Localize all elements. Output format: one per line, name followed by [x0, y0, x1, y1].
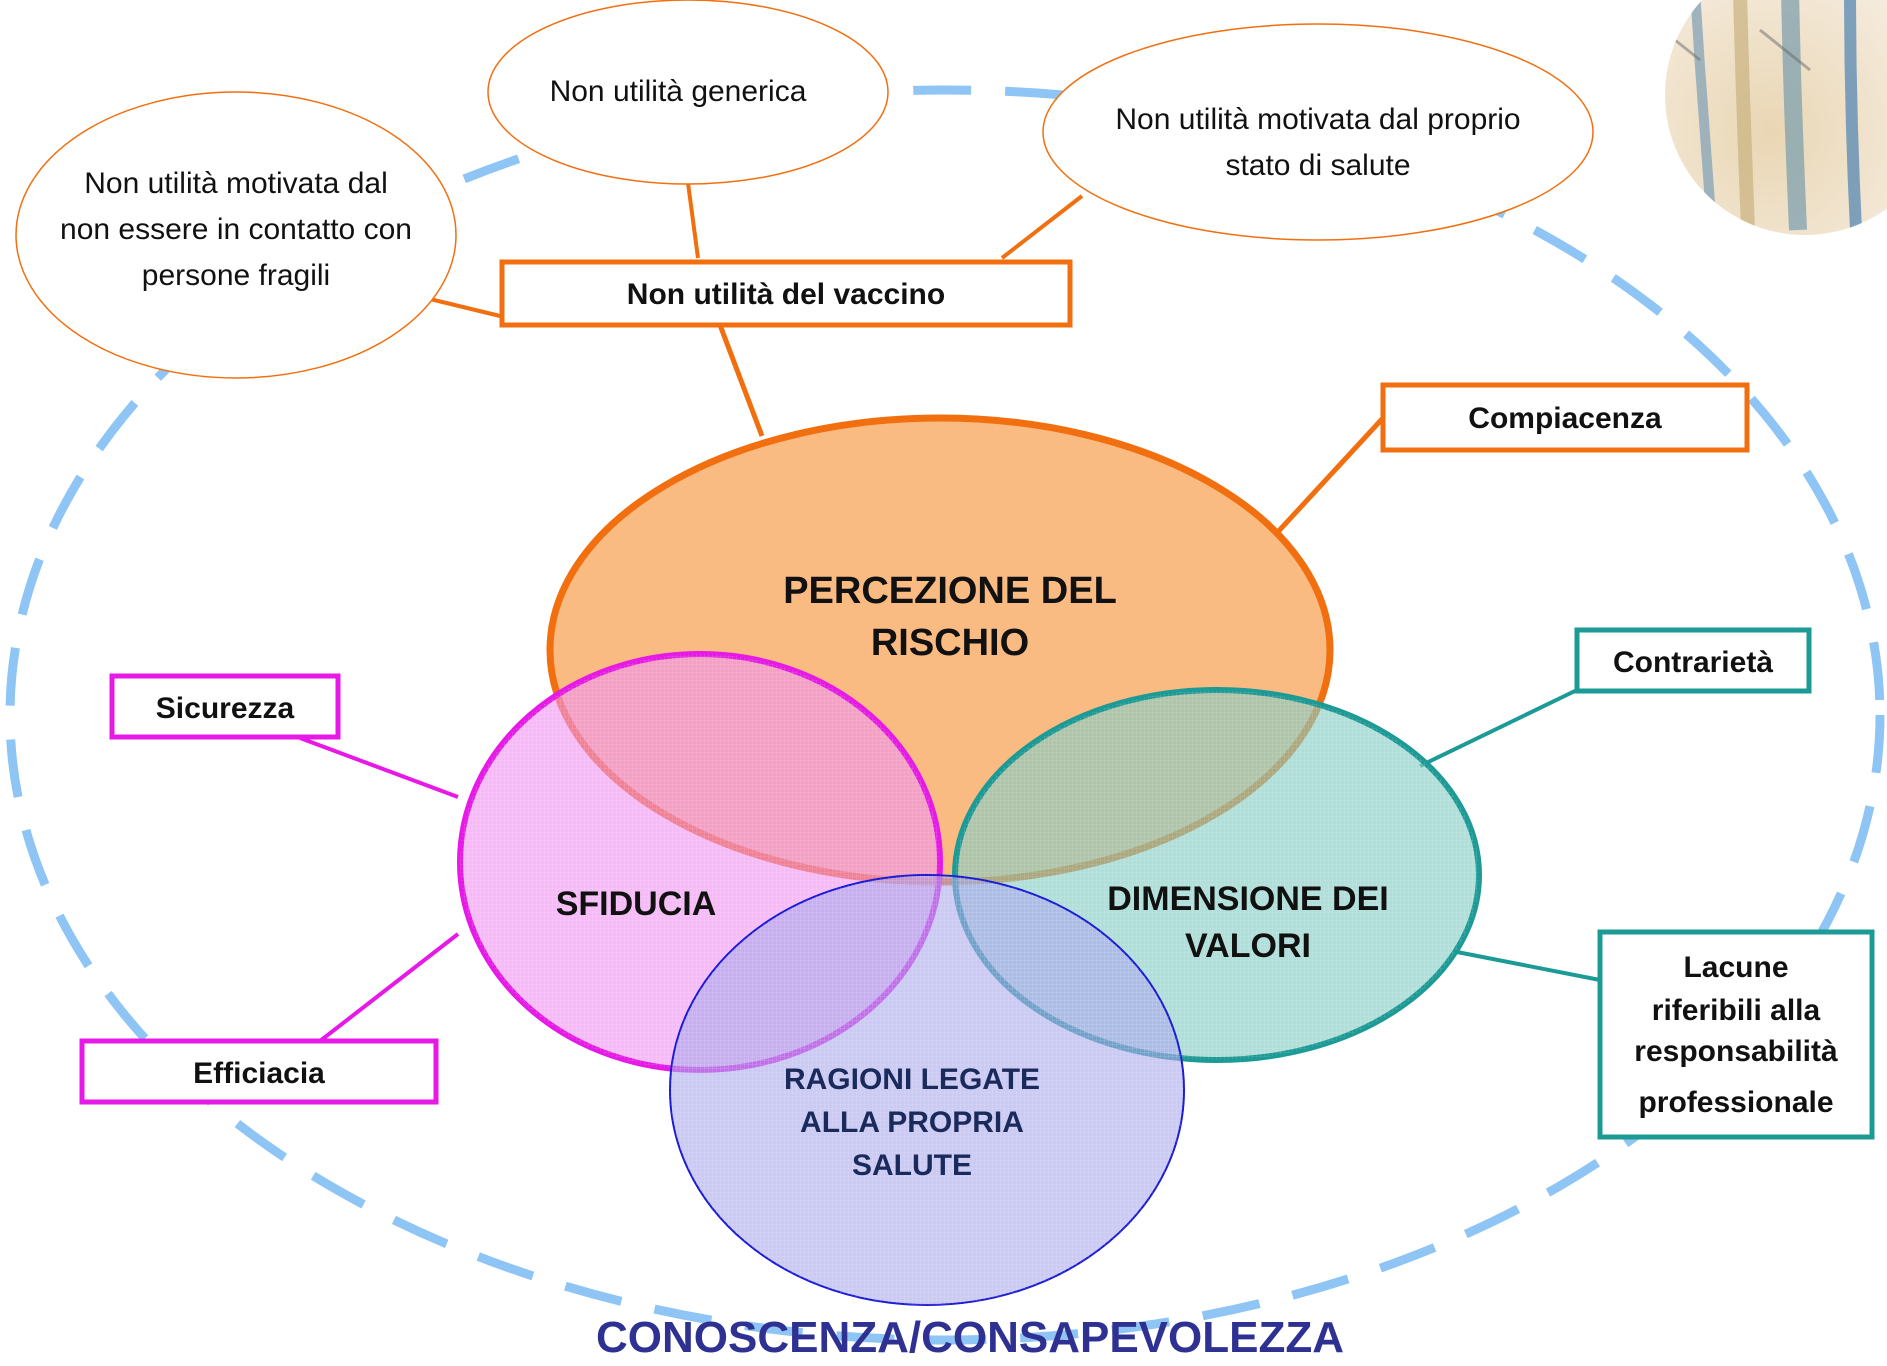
- box-safety: [109, 673, 341, 740]
- box-complacency: [1380, 382, 1750, 453]
- bubble-health-status-line2: stato di salute: [1225, 149, 1410, 182]
- box-opposition: [1574, 627, 1812, 694]
- values-label-line1: DIMENSIONE DEI: [1107, 880, 1388, 918]
- box-gaps-line3: responsabilità: [1634, 1035, 1838, 1068]
- risk-label-line1: PERCEZIONE DEL: [783, 570, 1117, 612]
- box-non-utility: [499, 259, 1073, 328]
- bubble-no-contact-line1: Non utilità motivata dal: [84, 167, 388, 200]
- box-non-utility-text: Non utilità del vaccino: [627, 278, 945, 311]
- connectors: [299, 182, 1601, 1043]
- health-label-line3: SALUTE: [852, 1149, 972, 1182]
- knowledge-frame: [5, 85, 1885, 1345]
- bubble-health-status-line1: Non utilità motivata dal proprio: [1115, 103, 1520, 136]
- box-gaps-line4: professionale: [1638, 1086, 1833, 1119]
- values-label-line2: VALORI: [1185, 927, 1311, 965]
- bubbles: [15, 0, 1594, 379]
- connector-gaps: [1456, 950, 1601, 982]
- risk-label-line2: RISCHIO: [871, 622, 1029, 664]
- connector-complacency: [1273, 416, 1385, 537]
- boxes: [79, 259, 1875, 1140]
- box-gaps-line2: riferibili alla: [1652, 994, 1821, 1027]
- health-label-line2: ALLA PROPRIA: [800, 1106, 1024, 1139]
- box-gaps: [1597, 929, 1875, 1140]
- bubble-health-status: [1042, 23, 1594, 241]
- box-gaps-line1: Lacune: [1683, 951, 1788, 984]
- health-circle-hatch: [670, 875, 1184, 1305]
- connector-safety: [299, 736, 459, 799]
- central-circles: [457, 414, 1482, 1306]
- connector-opposition: [1419, 688, 1578, 768]
- connector-no-contact: [429, 297, 501, 318]
- box-safety-text: Sicurezza: [156, 692, 295, 725]
- box-complacency-text: Compiacenza: [1468, 402, 1662, 435]
- distrust-label: SFIDUCIA: [556, 885, 717, 923]
- connector-generic: [686, 182, 700, 259]
- connector-health-status: [1000, 194, 1084, 260]
- connector-non-utility-risk: [717, 324, 765, 437]
- watercolor-trees-icon: [1665, 0, 1887, 235]
- box-efficacy-text: Efficiacia: [193, 1057, 325, 1090]
- connector-efficacy: [318, 932, 460, 1043]
- bubble-no-contact-line3: persone fragili: [142, 259, 330, 292]
- bubble-generic-text: Non utilità generica: [550, 75, 807, 108]
- bubble-no-contact: [15, 91, 457, 379]
- bubble-generic: [487, 0, 889, 185]
- bubble-no-contact-line2: non essere in contatto con: [60, 213, 412, 246]
- box-efficacy: [79, 1038, 439, 1105]
- box-opposition-text: Contrarietà: [1613, 646, 1773, 679]
- health-label-line1: RAGIONI LEGATE: [784, 1063, 1040, 1096]
- knowledge-label: CONOSCENZA/CONSAPEVOLEZZA: [596, 1313, 1344, 1362]
